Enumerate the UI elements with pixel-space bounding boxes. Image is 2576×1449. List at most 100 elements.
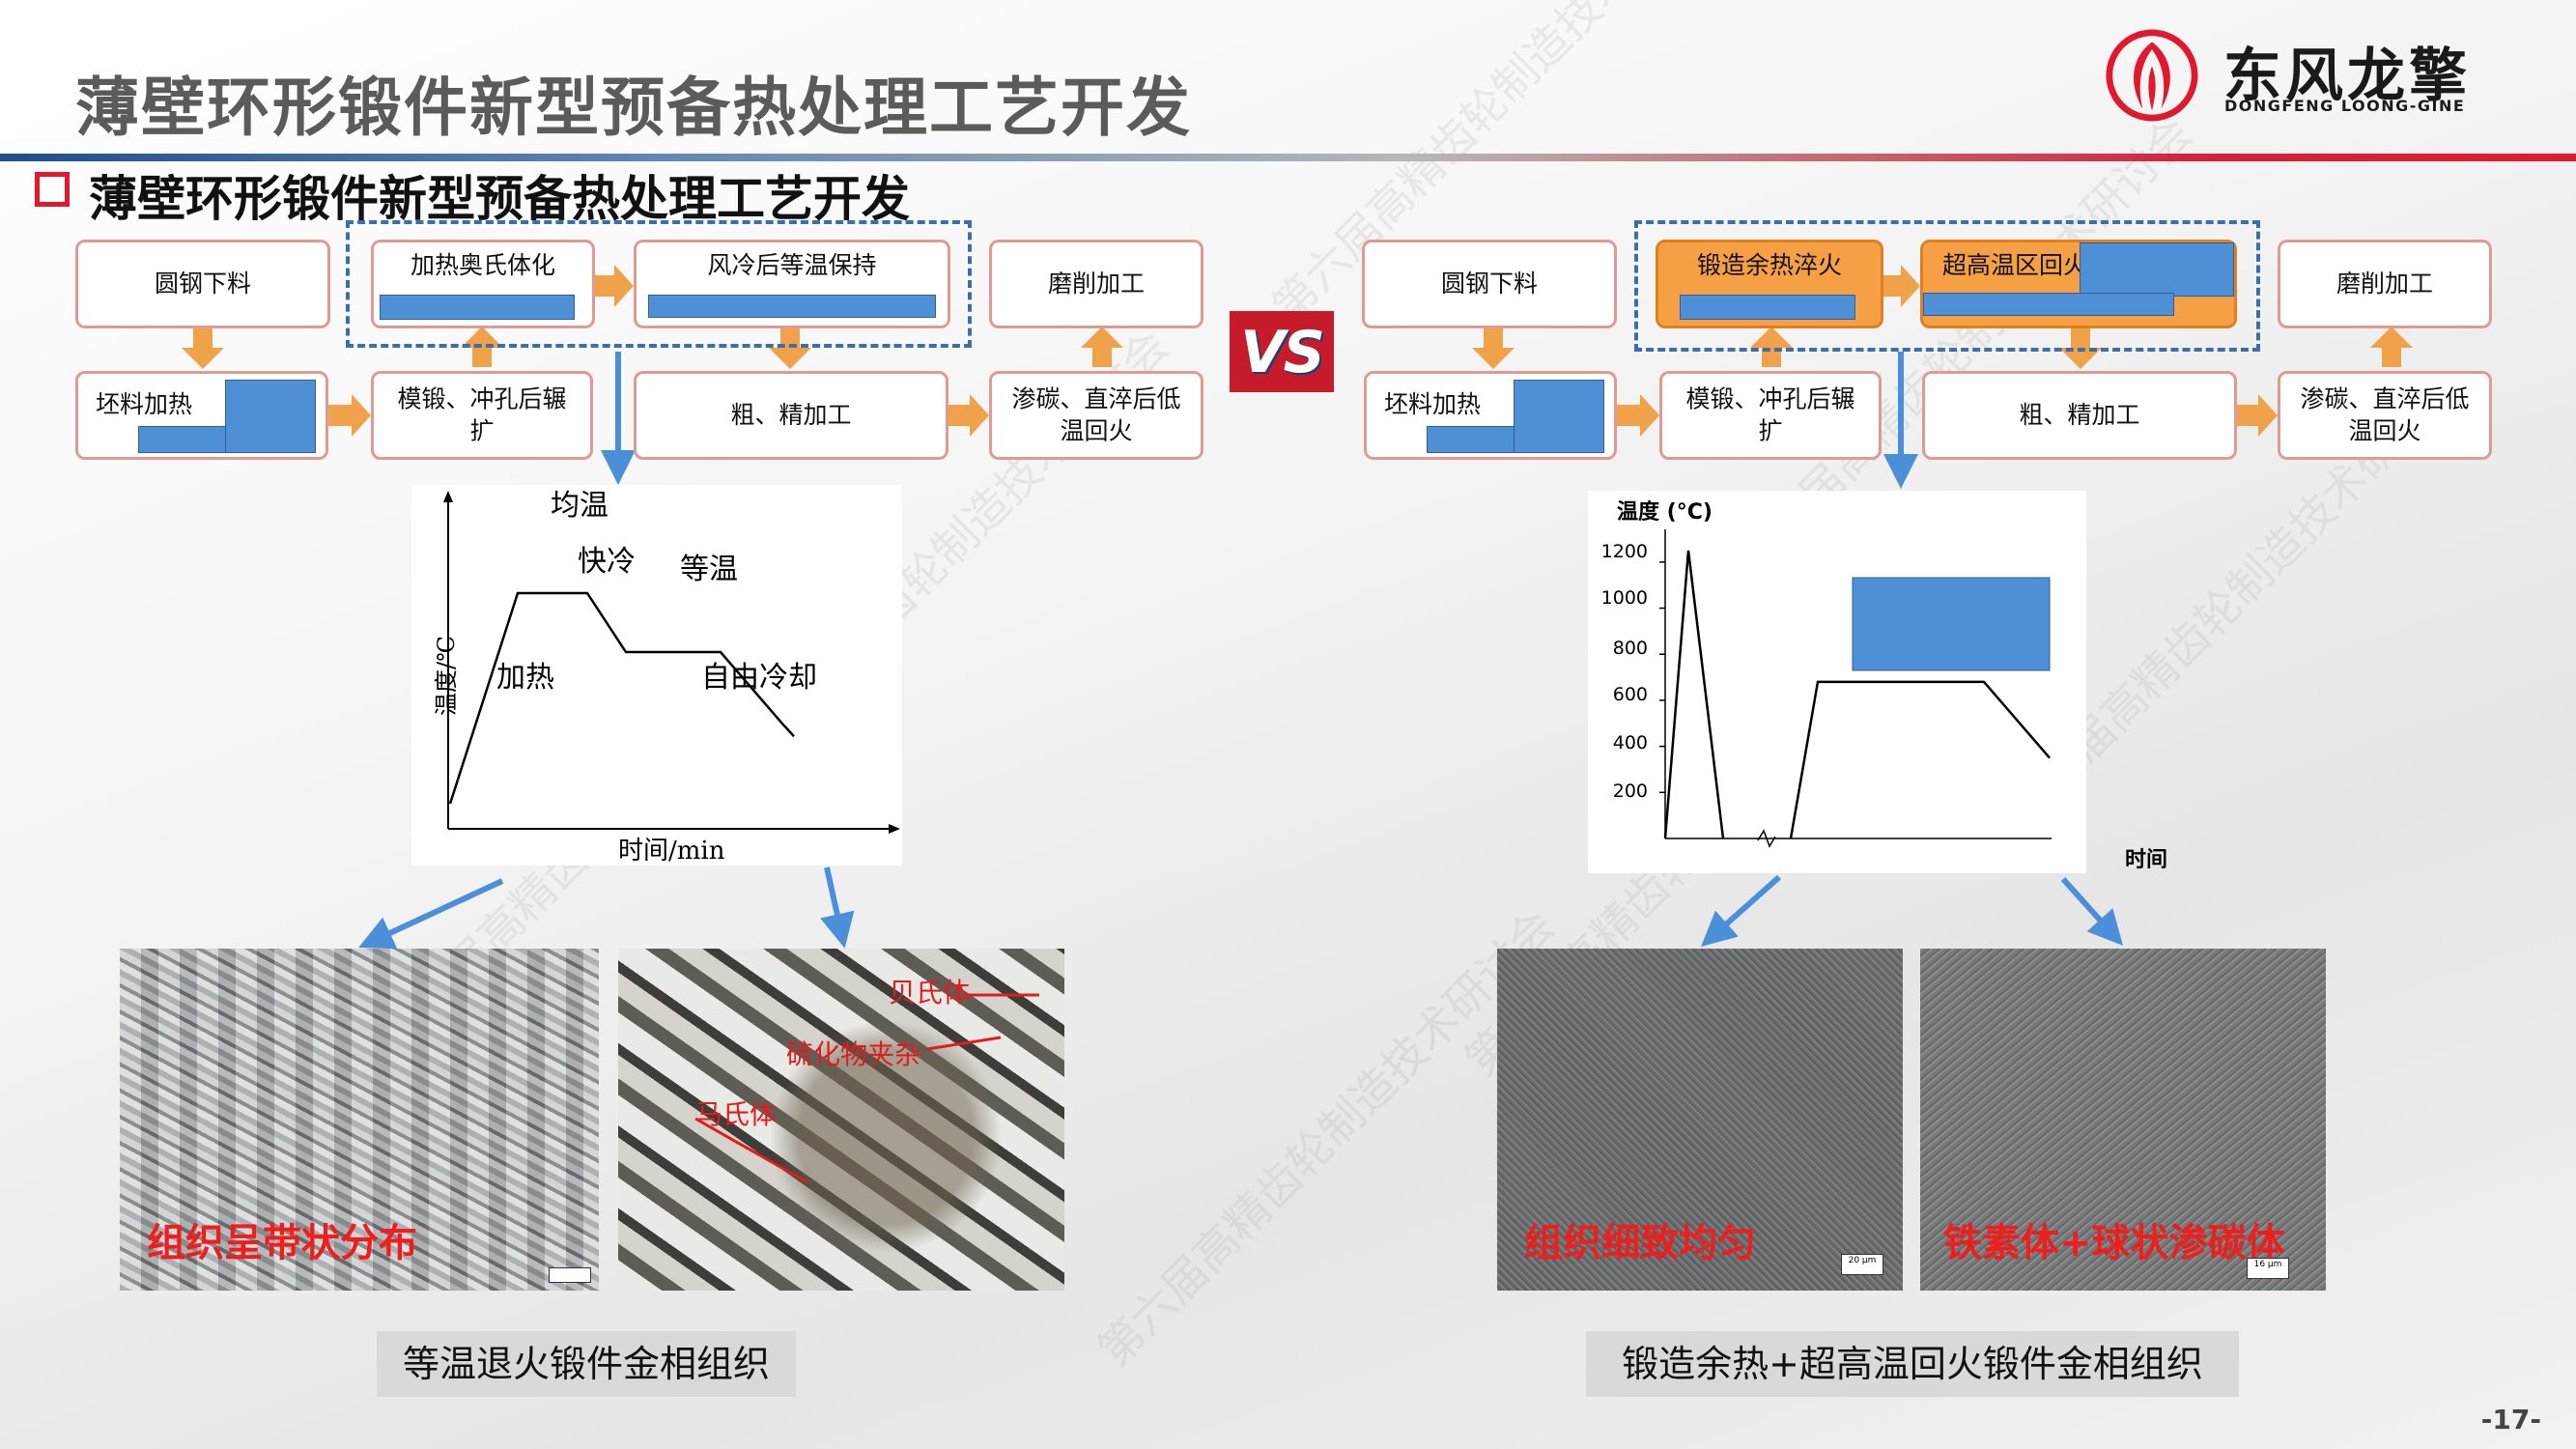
- label-bainite: 贝氏体: [889, 977, 971, 1009]
- y-tick-1200: 1200: [1600, 541, 1648, 562]
- flow-box-grinding: 磨削加工: [989, 240, 1203, 328]
- arrow-right: [1617, 394, 1659, 437]
- flow-box-label: 圆钢下料: [154, 269, 251, 298]
- section-title: 薄壁环形锻件新型预备热处理工艺开发: [89, 171, 910, 227]
- logo-english-text: DONGFENG LOONG-GINE: [2224, 97, 2466, 115]
- flow-box-label: 圆钢下料: [1440, 269, 1538, 298]
- flow-box-label: 粗、精加工: [2019, 400, 2140, 429]
- flow-box-bar-cutting: 圆钢下料: [1362, 240, 1617, 328]
- left-process-highlight: [346, 220, 972, 348]
- redaction-bar: [138, 426, 241, 453]
- flow-box-label: 模锻、冲孔后辗扩: [397, 384, 567, 445]
- micrograph-spheroidized: 铁素体+球状渗碳体 16 μm: [1920, 949, 2326, 1291]
- flow-box-label: 粗、精加工: [730, 400, 852, 429]
- micrograph-caption: 铁素体+球状渗碳体: [1943, 1221, 2285, 1265]
- header-rule: [0, 154, 2576, 161]
- flow-box-grinding: 磨削加工: [2278, 240, 2492, 328]
- annotation-isothermal: 等温: [680, 553, 738, 586]
- micrograph-banded: 组织呈带状分布: [120, 949, 599, 1291]
- micrograph-fine-uniform: 组织细致均匀 20 μm: [1497, 949, 1903, 1291]
- y-axis-label: 温度 (°C): [1617, 500, 1713, 525]
- axis-break-icon: [1757, 829, 1776, 848]
- section-bullet-icon: [35, 172, 70, 207]
- flow-box-carburizing: 渗碳、直淬后低温回火: [989, 371, 1203, 460]
- label-sulfide-inclusion: 硫化物夹杂: [786, 1038, 922, 1070]
- x-axis-arrow: [889, 824, 900, 834]
- x-axis-label: 时间/min: [618, 837, 725, 866]
- flow-box-isothermal: 风冷后等温保持: [634, 240, 950, 328]
- y-tick-400: 400: [1612, 732, 1648, 753]
- arrow-right: [594, 265, 634, 307]
- y-tick-200: 200: [1612, 781, 1648, 802]
- flow-box-label: 坯料加热: [96, 390, 193, 418]
- redaction-bar: [1923, 293, 2174, 316]
- arrow-right: [2237, 394, 2278, 437]
- annotation-free-cool: 自由冷却: [701, 661, 817, 695]
- right-micrograph-caption: 锻造余热+超高温回火锻件金相组织: [1586, 1331, 2239, 1397]
- redaction-bar: [2080, 242, 2234, 297]
- chart-plot: [1659, 529, 2052, 848]
- y-axis-label: 温度/℃: [432, 636, 460, 716]
- flow-box-label: 坯料加热: [1384, 390, 1482, 418]
- x-axis-label: 时间: [2125, 848, 2168, 872]
- label-martensite: 马氏体: [695, 1098, 778, 1130]
- arrow-down: [1472, 328, 1514, 369]
- scale-bar: 16 μm: [2247, 1258, 2289, 1279]
- left-micrograph-caption: 等温退火锻件金相组织: [377, 1331, 796, 1397]
- arrow-right: [948, 394, 989, 437]
- flow-box-forging: 模锻、冲孔后辗扩: [371, 371, 593, 460]
- flow-box-machining: 粗、精加工: [1922, 371, 2237, 460]
- annotation-heating: 加热: [496, 661, 554, 695]
- chart-plot: [443, 491, 900, 834]
- arrow-right: [328, 394, 371, 437]
- micrograph-caption: 组织细致均匀: [1524, 1221, 1756, 1265]
- arrow-down: [769, 328, 811, 369]
- arrow-down: [182, 328, 224, 369]
- flow-box-residual-heat-quench: 锻造余热淬火: [1656, 240, 1883, 328]
- scale-bar: [549, 1267, 591, 1283]
- vs-badge: VS: [1230, 311, 1334, 392]
- arrow-right: [1880, 265, 1920, 307]
- flow-box-billet-heating: 坯料加热: [1364, 371, 1617, 460]
- arrow-blue-to-micro: [2060, 876, 2124, 946]
- residual-heat-temper-chart: 温度 (°C) 时间 1200 1000 800 600 400 200: [1588, 491, 2167, 873]
- flow-box-ultra-high-temper: 超高温区回火: [1920, 240, 2237, 328]
- arrow-blue-to-micro: [358, 878, 504, 950]
- series-line: [448, 591, 795, 805]
- series-line: [1663, 550, 1725, 839]
- flow-box-label: 磨削加工: [2335, 269, 2433, 298]
- flow-box-label: 超高温区回火: [1942, 251, 2088, 279]
- vs-label: VS: [1240, 319, 1325, 386]
- flow-box-forging: 模锻、冲孔后辗扩: [1659, 371, 1882, 460]
- micrograph-caption: 组织呈带状分布: [147, 1221, 417, 1265]
- flow-box-carburizing: 渗碳、直淬后低温回火: [2278, 371, 2492, 460]
- arrow-blue-to-micro: [1701, 874, 1781, 947]
- page-number: -17-: [2480, 1404, 2541, 1435]
- flow-box-machining: 粗、精加工: [634, 371, 948, 460]
- arrow-up: [2370, 327, 2413, 367]
- flow-box-label: 风冷后等温保持: [707, 251, 877, 279]
- annotation-leaders: [694, 993, 1039, 1184]
- scale-bar: 20 μm: [1841, 1254, 1883, 1275]
- redaction-bar: [1427, 426, 1529, 453]
- flow-box-bar-cutting: 圆钢下料: [75, 240, 330, 328]
- flow-box-austenitize: 加热奥氏体化: [371, 240, 595, 328]
- flow-box-label: 锻造余热淬火: [1696, 251, 1842, 279]
- flow-box-label: 模锻、冲孔后辗扩: [1685, 384, 1855, 445]
- dongfeng-logo-icon: [2106, 29, 2198, 122]
- annotation-soak: 均温: [551, 489, 609, 523]
- logo-chinese-text: 东风龙擎: [2223, 43, 2471, 110]
- y-tick-1000: 1000: [1600, 587, 1648, 609]
- flow-box-billet-heating: 坯料加热: [75, 371, 328, 460]
- series-line: [1789, 680, 2051, 839]
- flow-box-label: 加热奥氏体化: [410, 251, 555, 279]
- slide-title: 薄壁环形锻件新型预备热处理工艺开发: [75, 71, 1192, 145]
- arrow-blue-to-micro: [820, 867, 855, 949]
- right-process-highlight: [1634, 220, 2260, 352]
- redaction-bar: [380, 295, 575, 320]
- redaction-bar: [1852, 577, 2051, 671]
- y-axis-arrow: [443, 491, 453, 502]
- arrow-up: [1081, 327, 1123, 367]
- y-tick-800: 800: [1612, 638, 1648, 659]
- redaction-bar: [225, 380, 316, 453]
